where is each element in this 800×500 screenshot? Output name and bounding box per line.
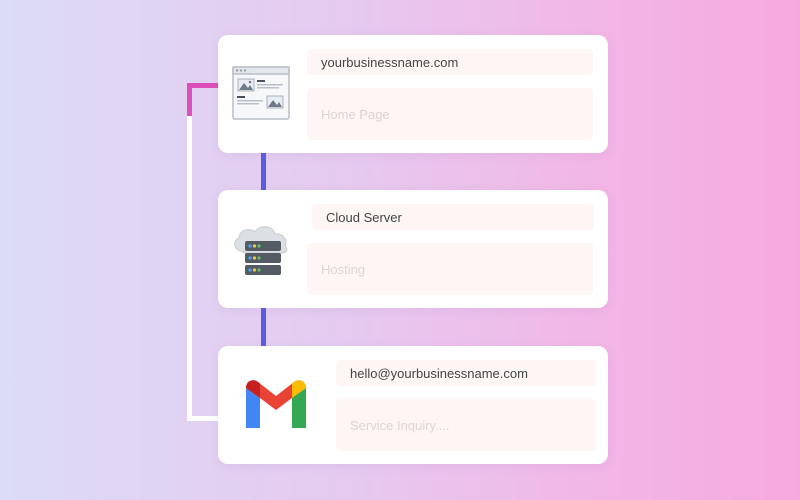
bracket-line-white bbox=[187, 116, 192, 421]
website-url-field: yourbusinessname.com bbox=[307, 49, 593, 75]
bracket-line-pink-top bbox=[187, 83, 218, 88]
email-card: hello@yourbusinessname.com Service Inqui… bbox=[218, 346, 608, 464]
connector-website-to-server bbox=[261, 153, 266, 190]
server-subtitle-field: Hosting bbox=[307, 243, 593, 295]
email-subject-field: Service Inquiry.... bbox=[336, 399, 596, 451]
email-address-field: hello@yourbusinessname.com bbox=[336, 360, 596, 386]
bracket-line-pink-vertical bbox=[187, 83, 192, 116]
connector-server-to-email bbox=[261, 308, 266, 346]
website-card: yourbusinessname.com Home Page bbox=[218, 35, 608, 153]
browser-window-icon bbox=[232, 66, 290, 125]
gmail-icon bbox=[245, 378, 307, 433]
cloud-server-icon bbox=[230, 223, 296, 284]
bracket-line-bottom bbox=[187, 416, 218, 421]
server-card: Cloud Server Hosting bbox=[218, 190, 608, 308]
website-subtitle-field: Home Page bbox=[307, 88, 593, 140]
server-title-field: Cloud Server bbox=[312, 204, 594, 230]
